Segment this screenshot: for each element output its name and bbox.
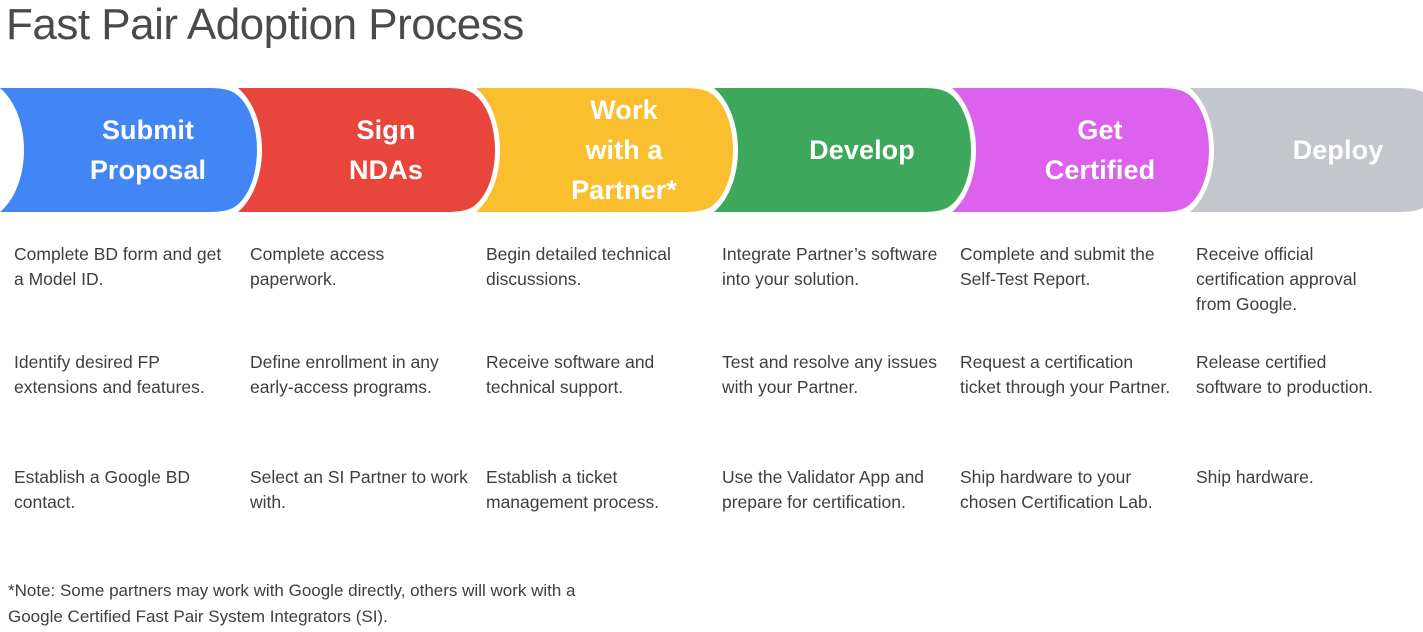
chevron-shape-icon (476, 88, 733, 212)
stage-label-line: Work (590, 95, 658, 125)
list-item: Establish a ticket management process. (486, 467, 660, 512)
stage-label-line: with a (585, 135, 663, 165)
detail-column-get-certified: Complete and submit the Self-Test Report… (960, 232, 1178, 552)
list-item: Release certified software to production… (1196, 352, 1374, 397)
list-item: Ship hardware to your chosen Certificati… (960, 467, 1153, 512)
detail-column-submit-proposal: Complete BD form and get a Model ID. Iden… (14, 232, 232, 552)
list-item: Test and resolve any issues with your Pa… (722, 352, 937, 397)
chevron-shape-icon (238, 88, 495, 212)
list-item: Receive software and technical support. (486, 352, 655, 397)
list-item: Use the Validator App and prepare for ce… (722, 467, 925, 512)
footnote-line: *Note: Some partners may work with Googl… (8, 581, 576, 600)
list-item: Select an SI Partner to work with. (250, 467, 468, 512)
list-item: Define enrollment in any early-access pr… (250, 352, 439, 397)
stage-label-line: Certified (1044, 155, 1156, 185)
stage-label-line: Partner* (571, 175, 677, 205)
list-item: Complete BD form and get a Model ID. (14, 244, 222, 289)
detail-column-work-with-a-partner: Begin detailed technical discussions. Rec… (486, 232, 704, 552)
footnote-line: Google Certified Fast Pair System Integr… (8, 607, 388, 626)
stage-label-develop: Develop (714, 130, 982, 170)
list-item: Receive official certification approval … (1196, 244, 1357, 314)
page-title: Fast Pair Adoption Process (6, 0, 524, 49)
list-item: Complete access paperwork. (250, 244, 385, 289)
process-stage-deploy[interactable]: Deploy (1190, 88, 1423, 212)
stage-label-line: Develop (809, 135, 915, 165)
footnote: *Note: Some partners may work with Googl… (8, 578, 728, 630)
stage-label-line: Deploy (1292, 135, 1384, 165)
list-item: Integrate Partner’s software into your s… (722, 244, 938, 289)
stage-label-work-with-a-partner: Work with a Partner* (476, 90, 744, 210)
detail-column-develop: Integrate Partner’s software into your s… (722, 232, 940, 552)
list-item: Identify desired FP extensions and featu… (14, 352, 205, 397)
list-item: Request a certification ticket through y… (960, 352, 1171, 397)
chevron-shape-icon (1190, 88, 1423, 212)
stage-label-line: Submit (101, 115, 195, 145)
list-item: Establish a Google BD contact. (14, 467, 191, 512)
list-item: Ship hardware. (1196, 467, 1314, 487)
process-detail-columns: Complete BD form and get a Model ID. Iden… (0, 232, 1423, 552)
chevron-shape-icon (714, 88, 971, 212)
stage-label-line: Proposal (89, 155, 207, 185)
list-item: Complete and submit the Self-Test Report… (960, 244, 1155, 289)
process-stage-work-with-a-partner[interactable]: Work with a Partner* (476, 88, 744, 212)
process-stage-develop[interactable]: Develop (714, 88, 982, 212)
chevron-shape-icon (952, 88, 1209, 212)
stage-label-line: Get (1077, 115, 1123, 145)
detail-column-deploy: Receive official certification approval … (1196, 232, 1396, 552)
chevron-shape-icon (0, 88, 257, 212)
detail-column-sign-ndas: Complete access paperwork. Define enrollm… (250, 232, 468, 552)
stage-label-line: NDAs (349, 155, 423, 185)
stage-label-line: Sign (356, 115, 416, 145)
list-item: Begin detailed technical discussions. (486, 244, 671, 289)
stage-label-deploy: Deploy (1190, 130, 1423, 170)
